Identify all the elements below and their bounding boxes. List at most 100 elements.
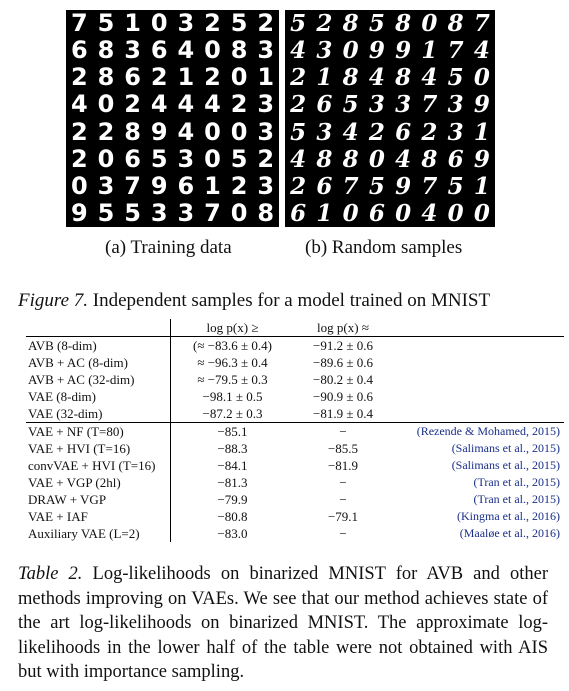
training-digit: 5: [97, 9, 115, 37]
lower-bound-cell: −79.9: [217, 492, 248, 507]
method-cell: AVB (8-dim): [26, 336, 171, 354]
sample-digit: 6: [316, 91, 333, 119]
sample-digit: 0: [342, 199, 359, 227]
reference-cell: (Kingma et al., 2016): [457, 509, 560, 523]
training-digit: 1: [204, 171, 221, 200]
approx-cell: −81.9: [327, 458, 359, 473]
sample-digit: 4: [395, 145, 412, 173]
approx-cell: −85.5: [327, 441, 359, 456]
training-digit: 0: [97, 144, 115, 173]
training-digit: 3: [257, 117, 275, 146]
approx-cell: −91.2 ± 0.6: [313, 338, 373, 353]
training-digit: 8: [257, 198, 275, 227]
sample-digit: 3: [447, 118, 464, 146]
sample-digit: 1: [473, 172, 490, 200]
table-row: VAE + IAF−80.8−79.1(Kingma et al., 2016): [26, 508, 564, 525]
training-digit: 0: [204, 117, 221, 146]
table-row: DRAW + VGP−79.9−(Tran et al., 2015): [26, 491, 564, 508]
sample-digit: 8: [395, 10, 412, 37]
method-cell: VAE (8-dim): [26, 388, 171, 405]
training-digit: 9: [70, 198, 88, 227]
reference-cell: (Salimans et al., 2015): [451, 441, 560, 455]
sample-digit: 2: [290, 172, 307, 200]
approx-cell: −90.9 ± 0.6: [313, 389, 373, 404]
sample-digit: 8: [342, 64, 359, 92]
table-caption: Table 2. Log-likelihoods on binarized MN…: [18, 562, 548, 685]
reference-cell: [392, 337, 564, 355]
lower-bound-cell: −81.3: [217, 475, 248, 490]
training-digit: 3: [97, 171, 115, 200]
sample-digit: 3: [447, 91, 464, 119]
figure-caption-text: Independent samples for a model trained …: [88, 290, 491, 311]
sample-digit: 6: [447, 145, 464, 173]
reference-cell: (Tran et al., 2015): [473, 492, 560, 506]
sample-digit: 2: [290, 64, 307, 92]
lower-bound-cell: −83.0: [217, 526, 248, 541]
reference-cell: (Salimans et al., 2015): [451, 458, 560, 472]
training-digit: 1: [124, 9, 141, 37]
training-digit: 3: [177, 144, 195, 173]
sample-digit: 5: [368, 172, 385, 200]
reference-cell: [392, 354, 564, 371]
training-digit: 1: [257, 63, 275, 92]
table-caption-label: Table 2.: [18, 564, 83, 584]
sample-digit: 2: [290, 91, 307, 119]
method-cell: VAE (32-dim): [26, 405, 171, 423]
sample-digit: 2: [421, 118, 438, 146]
training-digit: 6: [70, 36, 88, 65]
approx-cell: −: [339, 475, 347, 490]
training-digit: 2: [230, 171, 248, 200]
training-digit: 3: [257, 171, 275, 200]
lower-bound-cell: −84.1: [217, 458, 248, 473]
training-digit: 4: [177, 90, 195, 119]
sample-digit: 2: [316, 10, 333, 37]
method-cell: VAE + VGP (2hl): [26, 474, 171, 491]
sample-digit: 5: [342, 91, 359, 119]
method-cell: VAE + NF (T=80): [26, 422, 171, 440]
table-row: VAE (32-dim)−87.2 ± 0.3−81.9 ± 0.4: [26, 405, 564, 423]
training-digit: 3: [177, 9, 195, 37]
sample-digit: 4: [368, 64, 385, 92]
training-digit: 6: [150, 36, 168, 65]
training-digit: 0: [230, 63, 248, 92]
sample-digit: 0: [368, 145, 385, 173]
training-digit: 6: [124, 63, 141, 92]
training-digit: 8: [124, 117, 141, 146]
training-digit: 0: [150, 9, 168, 37]
lower-bound-cell: −80.8: [217, 509, 248, 524]
sample-digit: 0: [473, 199, 490, 227]
header-approx: log p(x) ≈: [294, 319, 392, 337]
sample-digit: 7: [342, 172, 359, 200]
training-digit: 5: [124, 198, 141, 227]
sample-digit: 8: [447, 10, 464, 37]
training-digit: 3: [124, 36, 141, 65]
method-cell: convVAE + HVI (T=16): [26, 457, 171, 474]
log-likelihood-table: log p(x) ≥ log p(x) ≈ AVB (8-dim)(≈ −83.…: [26, 319, 564, 542]
training-digit: 3: [257, 36, 275, 65]
training-digit: 9: [150, 171, 168, 200]
sample-digit: 7: [421, 172, 438, 200]
sample-digit: 4: [290, 145, 307, 173]
sample-digit: 6: [395, 118, 412, 146]
reference-cell: [392, 371, 564, 388]
sample-digit: 5: [290, 10, 307, 37]
sample-digit: 8: [395, 64, 412, 92]
table-row: VAE + HVI (T=16)−88.3−85.5(Salimans et a…: [26, 440, 564, 457]
training-digit: 2: [257, 9, 275, 37]
sample-digit: 0: [473, 64, 490, 92]
sample-digit: 6: [290, 199, 307, 227]
sample-digit: 3: [368, 91, 385, 119]
sample-digit: 7: [421, 91, 438, 119]
training-digit: 2: [257, 144, 275, 173]
sample-digit: 5: [447, 172, 464, 200]
sample-digit: 3: [395, 91, 412, 119]
approx-cell: −81.9 ± 0.4: [313, 406, 373, 421]
training-digit: 0: [230, 117, 248, 146]
training-digit: 0: [204, 144, 221, 173]
table-header-row: log p(x) ≥ log p(x) ≈: [26, 319, 564, 337]
training-digit: 4: [177, 117, 195, 146]
training-digit: 2: [97, 117, 115, 146]
